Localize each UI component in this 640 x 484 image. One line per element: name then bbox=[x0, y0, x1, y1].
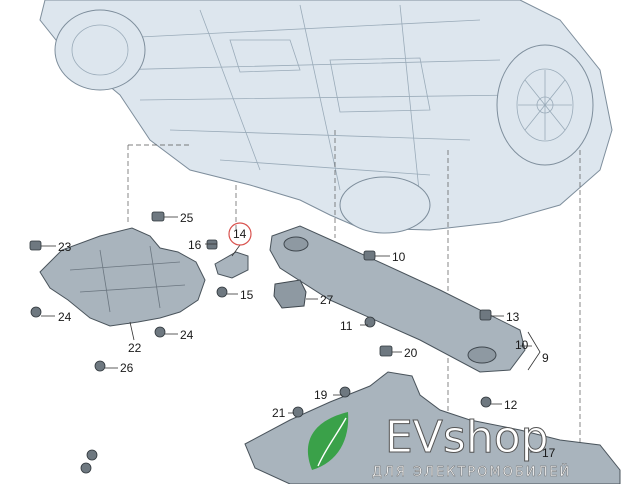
callout-24-left: 24 bbox=[58, 310, 72, 324]
callout-17: 17 bbox=[542, 446, 556, 460]
callout-25: 25 bbox=[180, 211, 194, 225]
fasteners bbox=[29, 211, 492, 474]
front-underbody-panel bbox=[244, 371, 621, 484]
callout-11: 11 bbox=[340, 319, 353, 333]
callout-19: 19 bbox=[314, 388, 328, 402]
watermark-tagline: ДЛЯ ЭЛЕКТРОМОБИЛЕЙ bbox=[372, 464, 571, 480]
callout-12: 12 bbox=[504, 398, 518, 412]
leader-lines bbox=[41, 216, 541, 453]
side-sill-panel bbox=[269, 225, 526, 373]
highlight-ring bbox=[228, 222, 252, 246]
callout-20: 20 bbox=[404, 346, 418, 360]
callout-16: 16 bbox=[188, 238, 202, 252]
callout-14: 14 bbox=[233, 227, 247, 241]
callout-13: 13 bbox=[506, 310, 520, 324]
callout-9: 9 bbox=[542, 351, 549, 365]
clip-part bbox=[273, 279, 307, 309]
evshop-watermark: EVshop ДЛЯ ЭЛЕКТРОМОБИЛЕЙ bbox=[307, 412, 571, 480]
callout-21: 21 bbox=[272, 406, 286, 420]
callout-labels: 25 23 16 14 10 15 27 24 22 24 11 13 10 9… bbox=[58, 211, 556, 460]
bracket-part bbox=[214, 251, 249, 279]
watermark-brand: EVshop bbox=[385, 412, 549, 463]
callout-23: 23 bbox=[58, 240, 72, 254]
rear-underbody-panel bbox=[39, 227, 206, 327]
callout-24-right: 24 bbox=[180, 328, 194, 342]
rear-wheel bbox=[54, 9, 146, 91]
callout-15: 15 bbox=[240, 288, 254, 302]
callout-10-lower: 10 bbox=[515, 338, 529, 352]
callout-22: 22 bbox=[128, 341, 142, 355]
callout-10-upper: 10 bbox=[392, 250, 406, 264]
front-lower-wheel bbox=[339, 176, 431, 234]
callout-26: 26 bbox=[120, 361, 134, 375]
callout-27: 27 bbox=[320, 293, 334, 307]
leaf-logo-icon bbox=[307, 412, 349, 470]
assembly-guides bbox=[127, 130, 581, 484]
vehicle-underbody bbox=[39, 0, 613, 234]
